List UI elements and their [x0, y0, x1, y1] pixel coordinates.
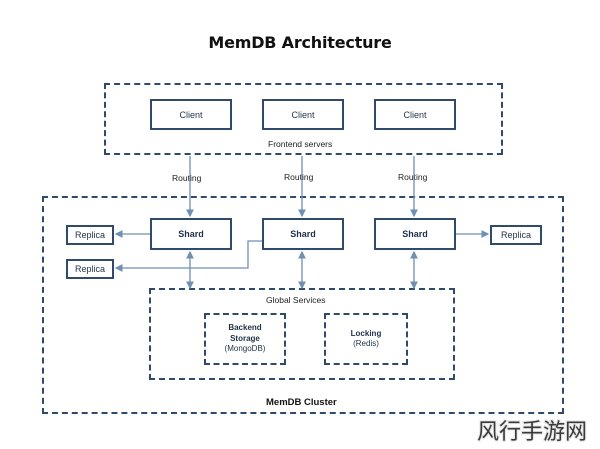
routing-label-1: Routing	[172, 173, 202, 183]
memdb-cluster-container	[42, 196, 564, 414]
watermark-logo: 风行手游网 风行手游网	[476, 419, 588, 446]
global-services-label: Global Services	[266, 295, 326, 305]
locking-line1: Locking	[350, 328, 382, 338]
shard-box-1: Shard	[150, 218, 232, 250]
backend-storage-line1: Backend	[228, 323, 262, 333]
locking-box: Locking (Redis)	[324, 313, 408, 365]
backend-storage-line3: (MongoDB)	[224, 344, 266, 354]
svg-text:风行手游网: 风行手游网	[477, 420, 587, 445]
replica-box-3: Replica	[490, 225, 542, 245]
routing-label-3: Routing	[398, 172, 428, 182]
replica-box-1: Replica	[66, 225, 114, 245]
replica-arrow-2	[114, 240, 262, 272]
backend-storage-box: Backend Storage (MongoDB)	[204, 313, 286, 365]
client-box-3: Client	[374, 99, 456, 130]
shard-box-2: Shard	[262, 218, 344, 250]
locking-line2: (Redis)	[353, 339, 379, 348]
client-box-1: Client	[150, 99, 232, 130]
svg-text:风行手游网: 风行手游网	[477, 420, 587, 445]
routing-label-2: Routing	[284, 172, 314, 182]
frontend-servers-container	[104, 83, 503, 155]
backend-storage-line2: Storage	[230, 333, 260, 343]
memdb-cluster-label: MemDB Cluster	[266, 397, 337, 408]
replica-box-2: Replica	[66, 259, 114, 279]
frontend-servers-label: Frontend servers	[268, 139, 333, 149]
client-box-2: Client	[262, 99, 344, 130]
shard-box-3: Shard	[374, 218, 456, 250]
diagram-title: MemDB Architecture	[208, 33, 392, 52]
